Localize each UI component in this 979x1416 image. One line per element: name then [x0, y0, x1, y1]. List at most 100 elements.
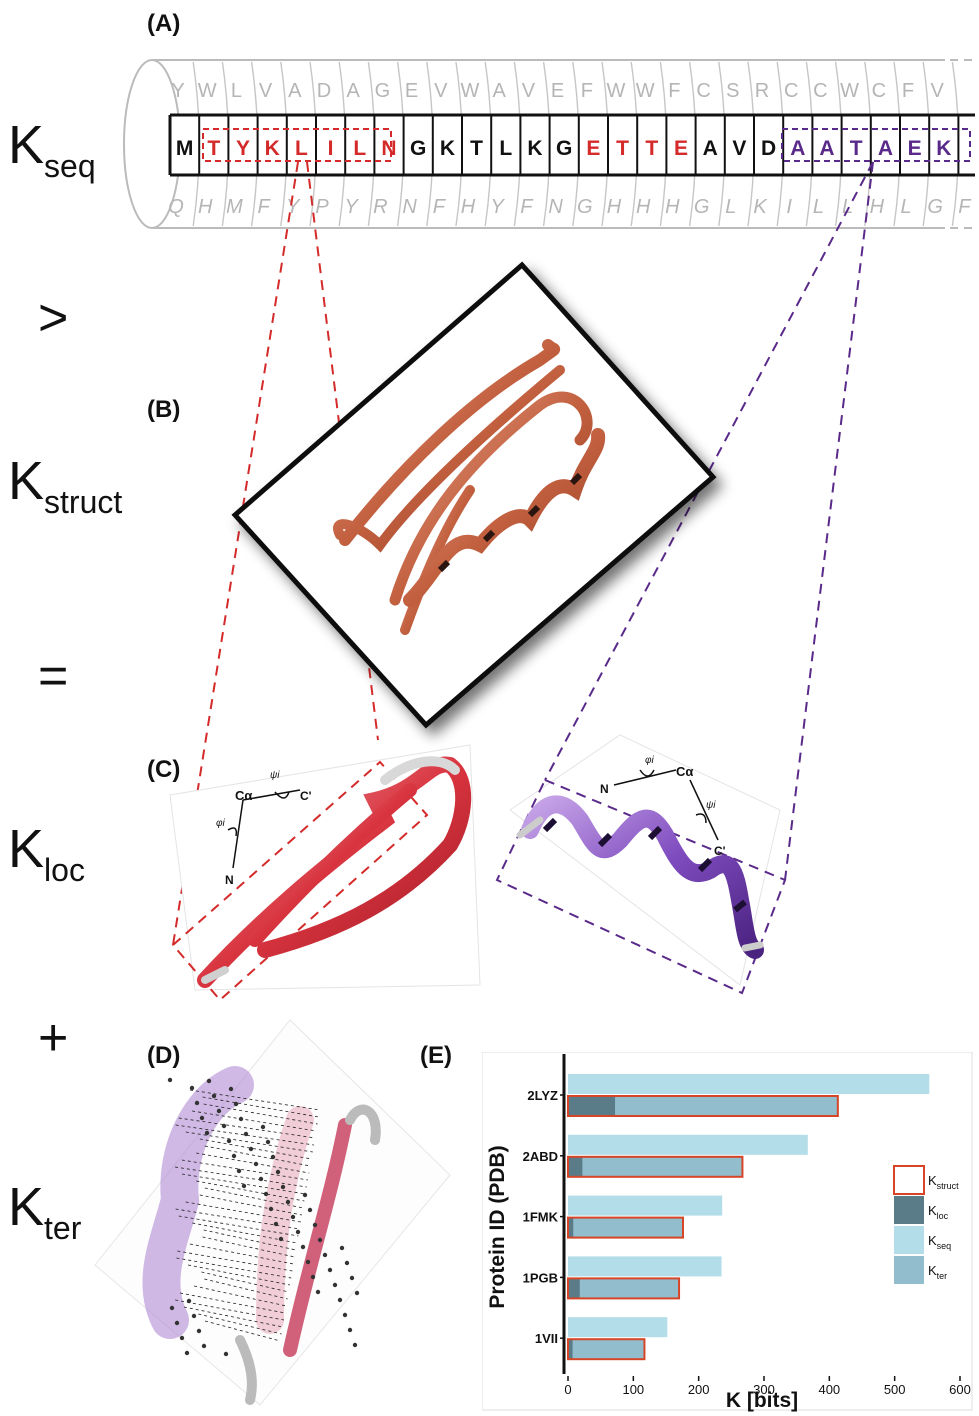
ghost-residue-lower: L	[842, 196, 853, 218]
bar-kter	[568, 1339, 645, 1360]
ghost-residue-lower: L	[900, 196, 911, 218]
ghost-residue-upper: W	[607, 80, 626, 102]
torsion-right-phi: φi	[645, 755, 655, 766]
chart-x-axis-label: K [bits]	[726, 1389, 798, 1412]
ghost-residue-lower: Q	[168, 196, 184, 218]
ghost-residue-lower: N	[402, 196, 417, 218]
beta-hairpin-panel	[169, 744, 481, 1002]
bar-kseq	[568, 1074, 930, 1094]
ghost-residue-lower: Y	[286, 196, 301, 218]
sequence-residue: K	[265, 137, 280, 160]
ghost-residue-lower: I	[786, 196, 792, 218]
sequence-residue: G	[556, 137, 572, 160]
sequence-residue: L	[499, 137, 512, 160]
legend-swatch	[893, 1165, 925, 1195]
ghost-residue-upper: C	[813, 80, 827, 102]
bar-kloc	[568, 1339, 573, 1360]
torsion-diagram-left	[227, 789, 301, 869]
ghost-residue-lower: H	[607, 196, 622, 218]
torsion-left-ca: Cα	[235, 788, 252, 803]
sequence-residue: T	[470, 137, 483, 160]
legend-swatch	[894, 1196, 924, 1224]
ghost-residue-lower: F	[433, 196, 447, 218]
ghost-residue-upper: L	[231, 80, 242, 102]
y-tick-label: 1PGB	[523, 1270, 558, 1285]
bar-kstruct-outline	[567, 1216, 684, 1239]
y-tick-label: 2LYZ	[527, 1088, 558, 1103]
structure-frame	[231, 261, 717, 729]
y-tick-label: 1VII	[535, 1331, 558, 1346]
ghost-residue-upper: C	[872, 80, 886, 102]
legend-label: Kseq	[928, 1233, 951, 1251]
sequence-residue: T	[616, 137, 629, 160]
legend-label: Kstruct	[928, 1173, 959, 1191]
sequence-residue: E	[908, 137, 922, 160]
ghost-residue-upper: W	[461, 80, 480, 102]
torsion-right-ca: Cα	[676, 764, 693, 779]
x-tick-label: 100	[622, 1382, 644, 1397]
x-tick-label: 500	[884, 1382, 906, 1397]
sequence-residue: A	[819, 137, 834, 160]
ghost-residue-upper: V	[931, 80, 945, 102]
ghost-residue-upper: Y	[171, 80, 184, 102]
sequence-residue: T	[645, 137, 658, 160]
ghost-residue-lower: Y	[345, 196, 360, 218]
torsion-left-c: C'	[300, 789, 312, 803]
torsion-left-psi: ψi	[270, 770, 280, 781]
sequence-residue: L	[295, 137, 308, 160]
sequence-residue: K	[936, 137, 951, 160]
ghost-residue-lower: Y	[491, 196, 506, 218]
ghost-residue-lower: F	[257, 196, 271, 218]
bar-kstruct-outline	[567, 1338, 646, 1361]
red-segment-box	[202, 128, 392, 162]
ghost-residue-lower: R	[373, 196, 387, 218]
ghost-residue-lower: H	[870, 196, 885, 218]
sequence-residue: E	[674, 137, 688, 160]
ghost-residue-lower: G	[577, 196, 593, 218]
torsion-right-n: N	[600, 782, 609, 796]
ghost-residue-lower: H	[198, 196, 213, 218]
sequence-residue: E	[586, 137, 600, 160]
ghost-residue-lower: M	[226, 196, 243, 218]
ghost-residue-lower: P	[315, 196, 329, 218]
ghost-residue-lower: H	[665, 196, 680, 218]
x-tick-label: 0	[564, 1382, 571, 1397]
bar-kloc	[568, 1156, 583, 1177]
y-tick-label: 2ABD	[523, 1149, 558, 1164]
k-seq-term: Kseq	[8, 115, 96, 184]
ghost-residue-upper: W	[636, 80, 655, 102]
contact-network	[94, 1019, 451, 1406]
torsion-right-psi: ψi	[706, 800, 716, 811]
sequence-residue: D	[761, 137, 776, 160]
ghost-residue-lower: K	[753, 196, 768, 218]
legend-swatch	[894, 1226, 924, 1254]
k-ter-term: Kter	[8, 1177, 82, 1246]
ghost-residue-lower: L	[813, 196, 824, 218]
bar-kseq	[568, 1195, 723, 1216]
ghost-residue-upper: E	[551, 80, 564, 102]
bar-kter	[568, 1096, 838, 1116]
sequence-residue: N	[381, 137, 396, 160]
equals-sign: =	[38, 647, 69, 705]
ghost-residue-upper: D	[317, 80, 331, 102]
alpha-helix-panel	[495, 734, 787, 995]
ghost-residue-upper: F	[902, 80, 914, 102]
bar-kstruct-outline	[567, 1155, 744, 1178]
ghost-residue-lower: G	[694, 196, 710, 218]
ghost-residue-lower: H	[636, 196, 651, 218]
sequence-residue: K	[527, 137, 542, 160]
k-loc-term: Kloc	[8, 819, 85, 888]
bar-kloc	[568, 1217, 574, 1238]
bar-kseq	[568, 1256, 722, 1277]
purple-segment-box	[781, 128, 971, 162]
x-tick-label: 600	[949, 1382, 971, 1397]
x-tick-label: 400	[818, 1382, 840, 1397]
ghost-residue-upper: V	[259, 80, 273, 102]
bar-kloc	[568, 1278, 580, 1299]
bar-kstruct-outline	[567, 1277, 681, 1300]
ghost-residue-upper: A	[347, 80, 361, 102]
y-tick-label: 1FMK	[523, 1210, 559, 1225]
panel-label-e: (E)	[420, 1042, 452, 1069]
